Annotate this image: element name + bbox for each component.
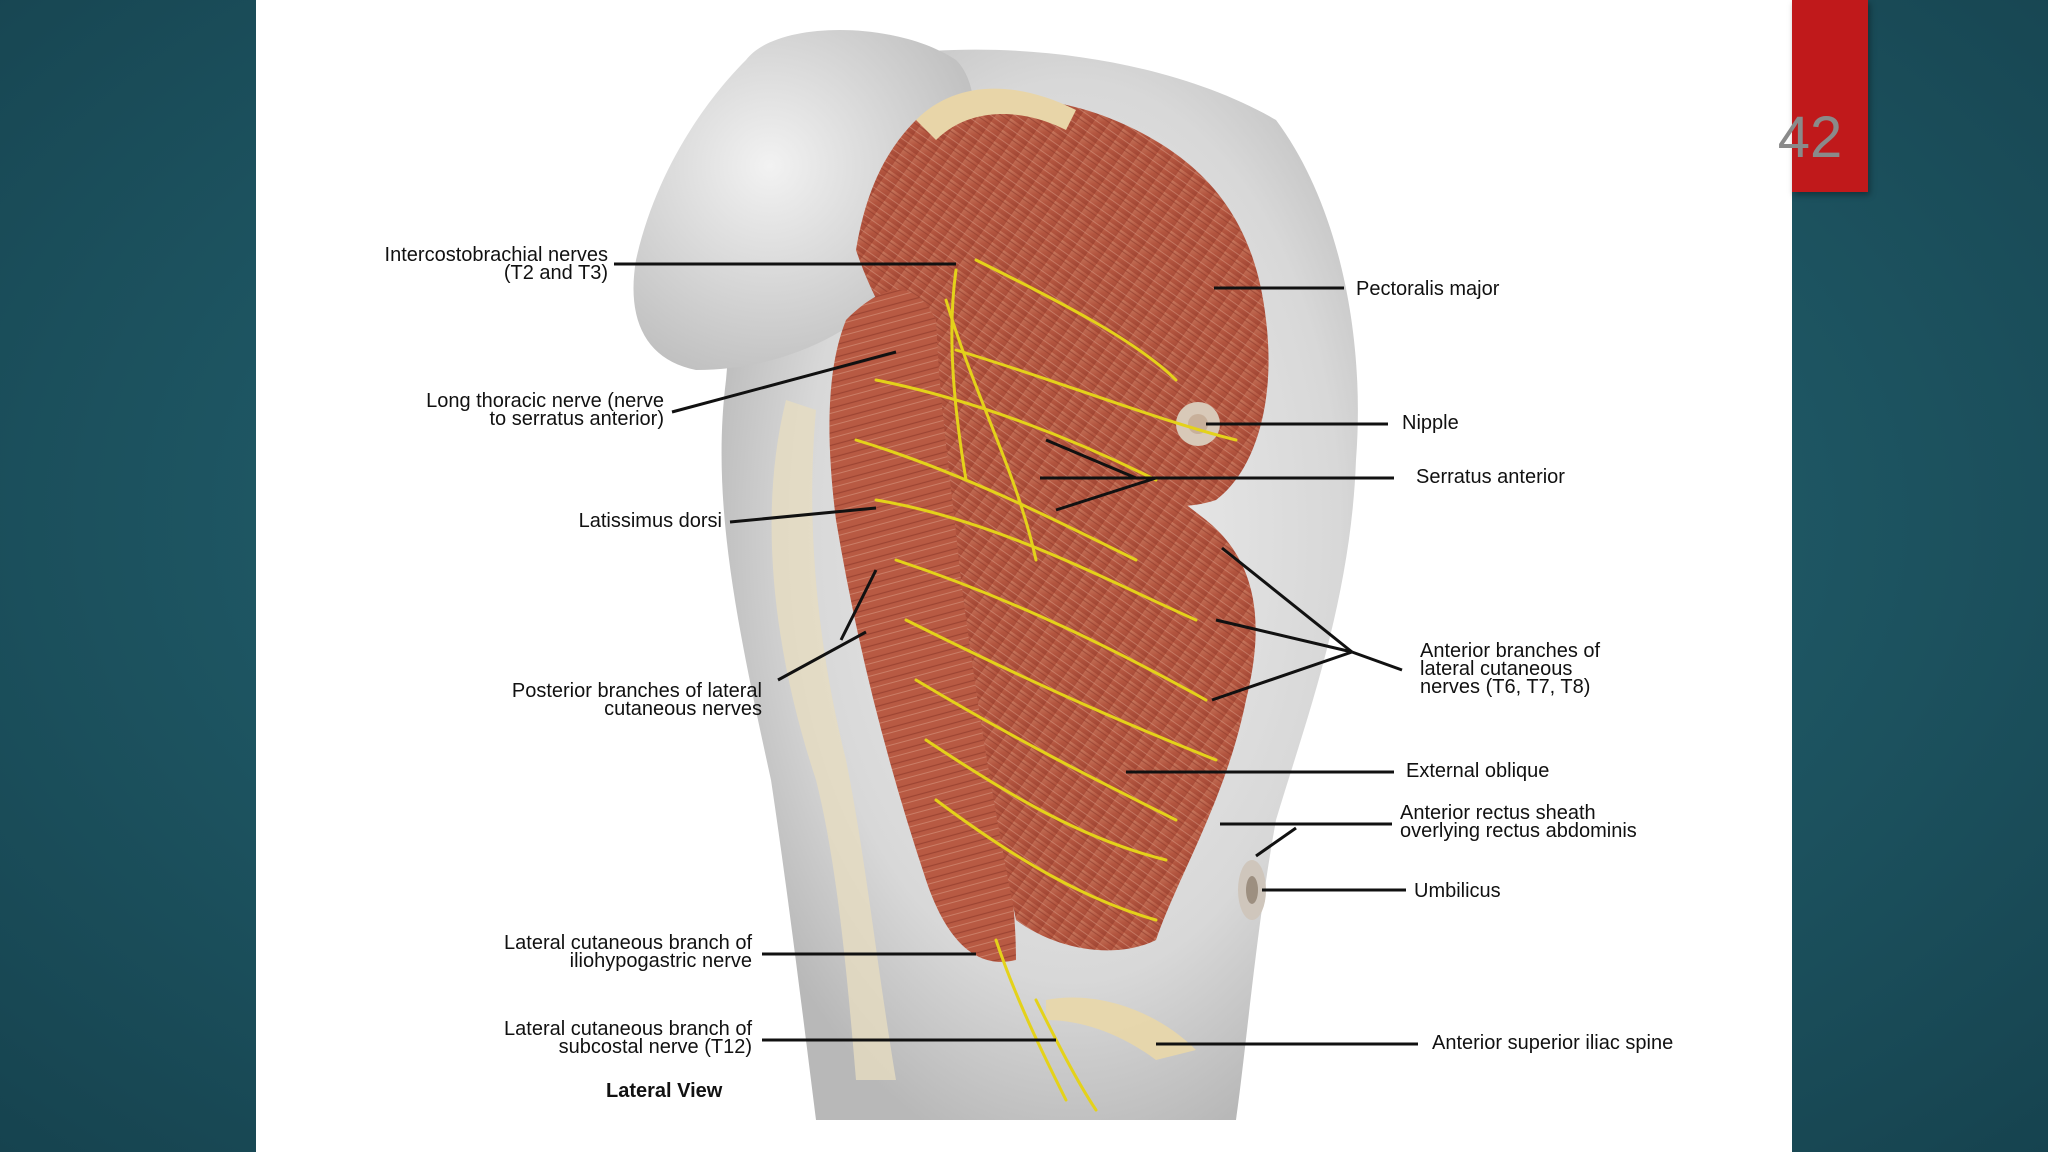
- label-long-thoracic: Long thoracic nerve (nerve to serratus a…: [426, 390, 664, 430]
- latissimus-dorsi: [829, 290, 1016, 962]
- serratus-oblique: [936, 300, 1256, 951]
- back-fold: [771, 400, 896, 1080]
- anatomy-illustration: [614, 30, 1418, 1120]
- label-latissimus: Latissimus dorsi: [578, 510, 722, 532]
- label-rectus-sheath: Anterior rectus sheath overlying rectus …: [1400, 802, 1637, 842]
- label-anterior-branches: Anterior branches of lateral cutaneous n…: [1420, 640, 1601, 698]
- label-subcostal: Lateral cutaneous branch of subcostal ne…: [504, 1018, 752, 1058]
- label-serratus: Serratus anterior: [1416, 466, 1565, 488]
- label-iliohypogastric: Lateral cutaneous branch of iliohypogast…: [504, 932, 752, 972]
- leader-lines: [614, 262, 1418, 1046]
- view-title: Lateral View: [606, 1080, 723, 1102]
- label-nipple: Nipple: [1402, 412, 1459, 434]
- label-pectoralis: Pectoralis major: [1356, 278, 1500, 300]
- label-iliac-spine: Anterior superior iliac spine: [1432, 1032, 1674, 1054]
- accent-bar: [1792, 0, 1868, 192]
- label-umbilicus: Umbilicus: [1414, 880, 1501, 902]
- nerves: [854, 258, 1238, 1112]
- label-posterior-branches: Posterior branches of lateral cutaneous …: [511, 680, 762, 720]
- slide-panel: Intercostobrachial nerves (T2 and T3) Lo…: [256, 0, 1792, 1152]
- slide-number: 42: [1777, 105, 1843, 170]
- label-intercostobrachial: Intercostobrachial nerves (T2 and T3): [384, 244, 608, 284]
- label-external-oblique: External oblique: [1406, 760, 1550, 782]
